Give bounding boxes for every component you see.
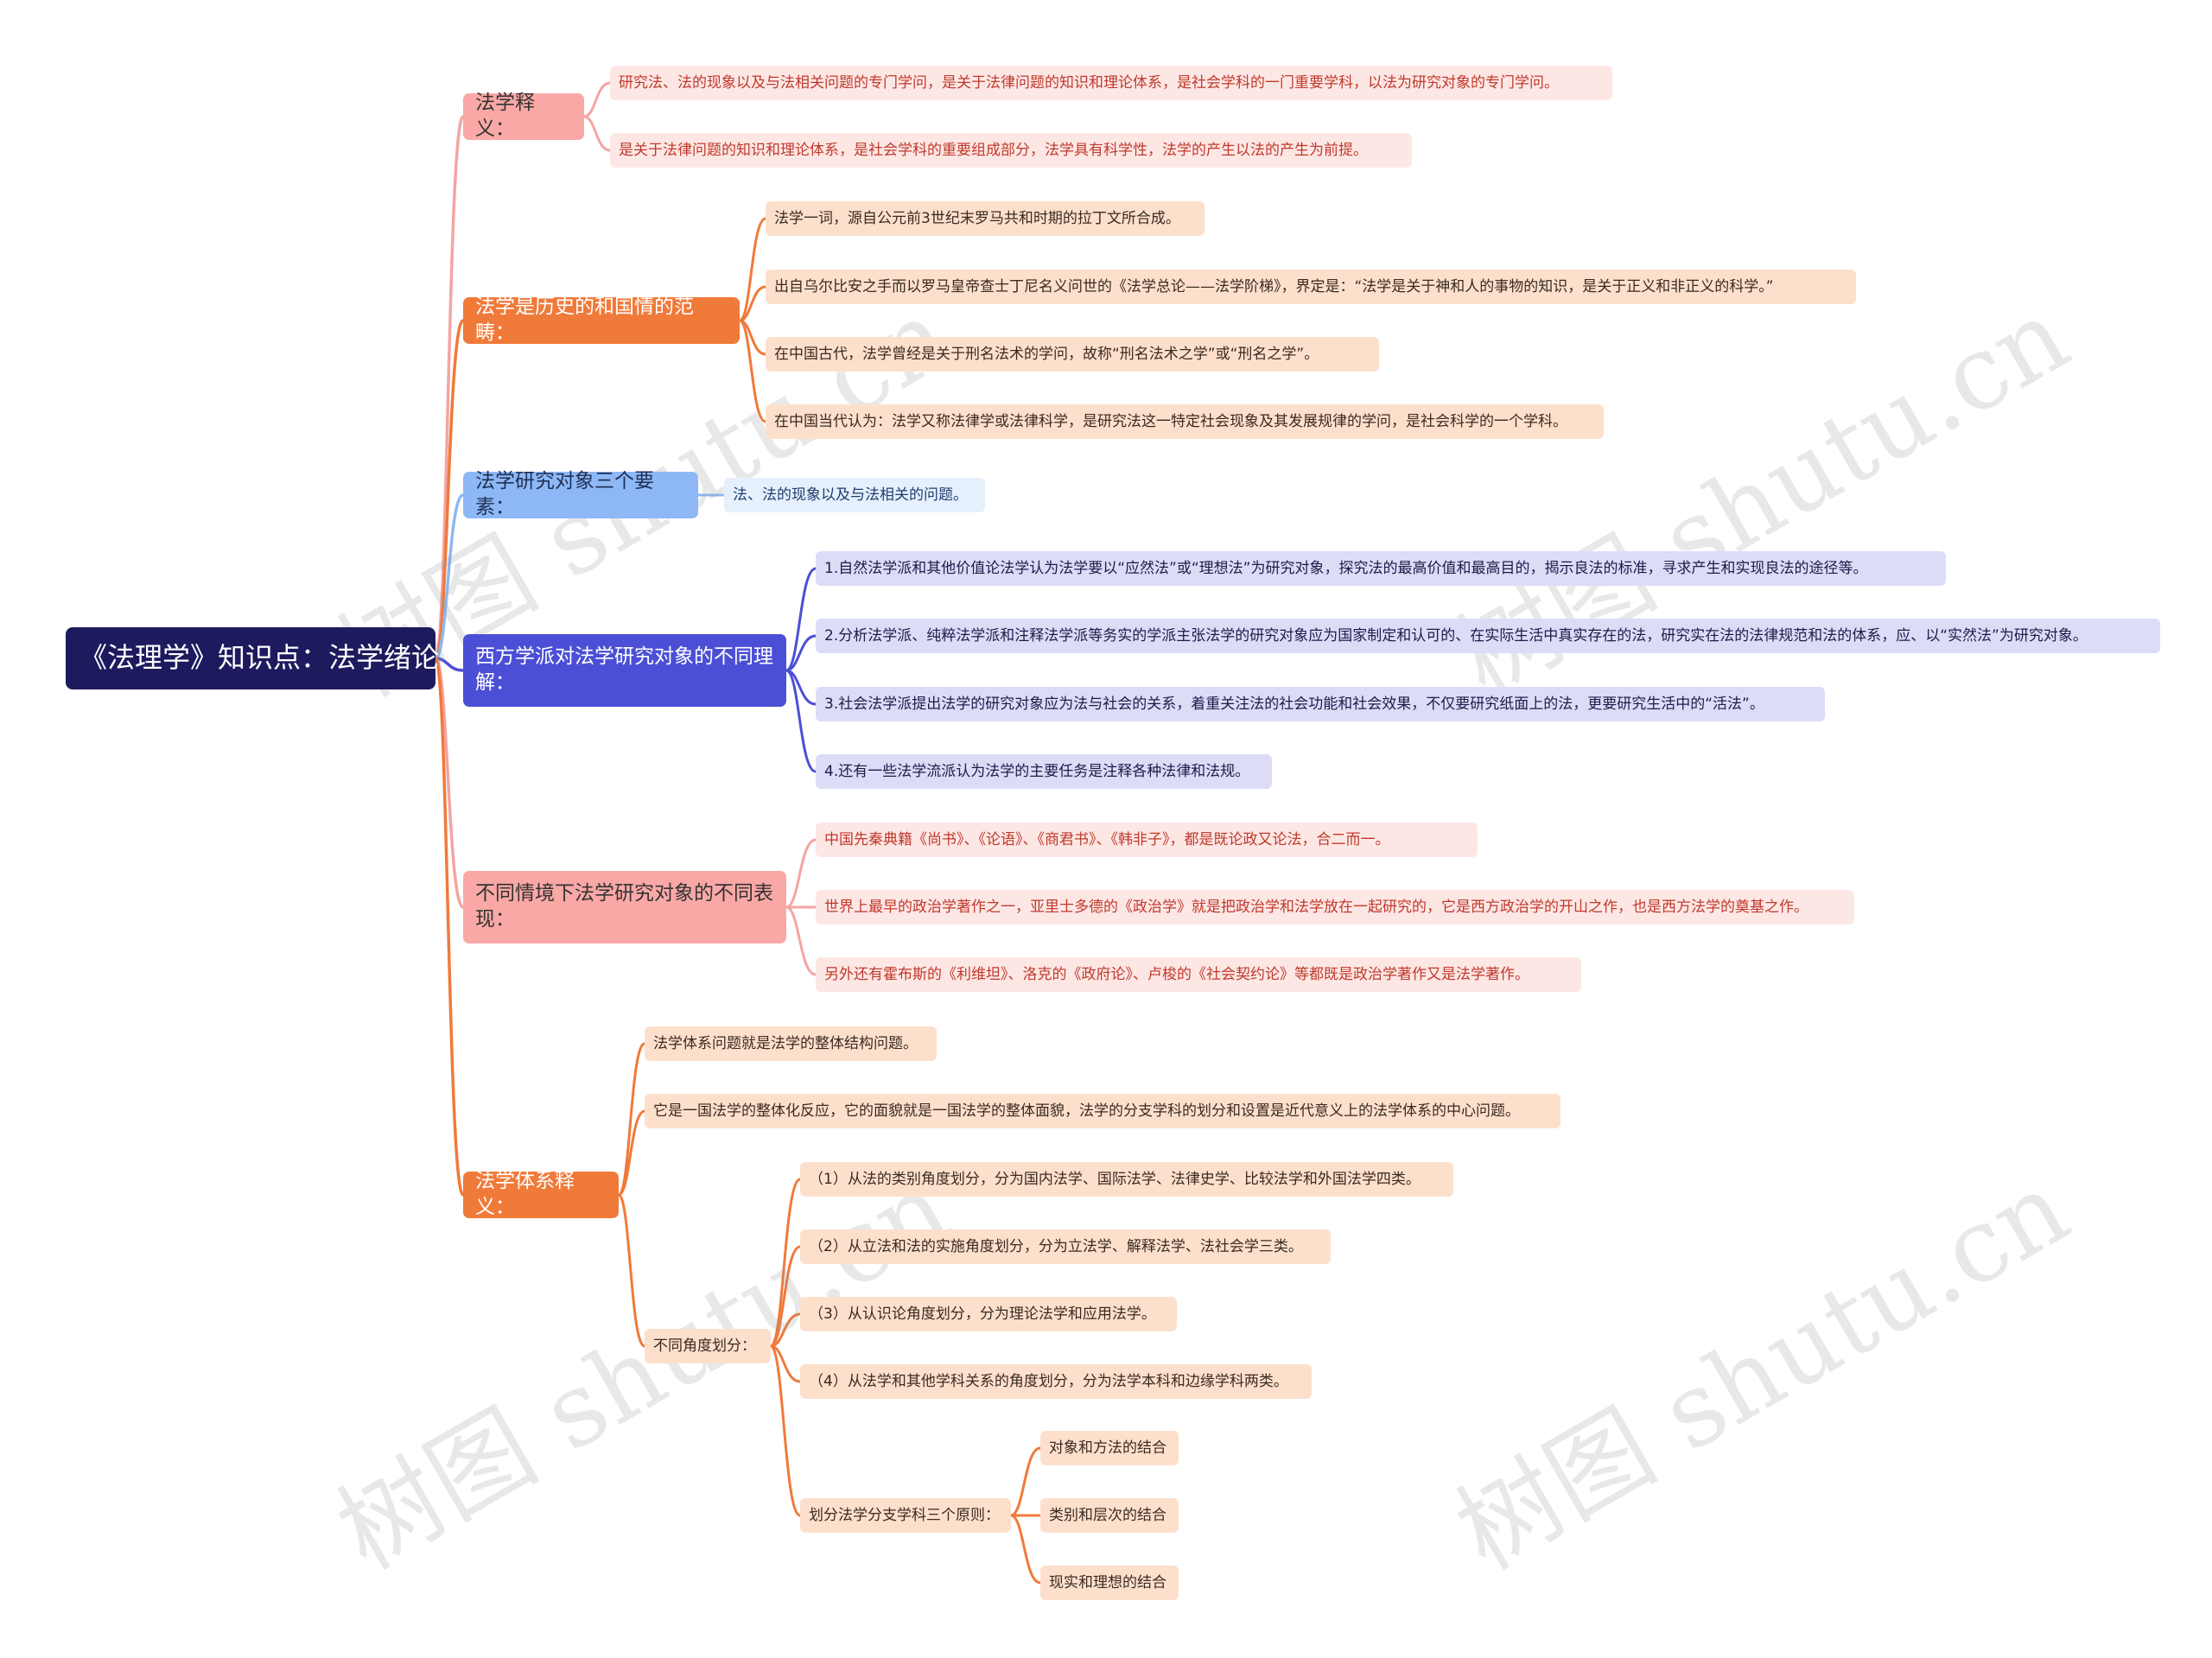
branch-different-contexts[interactable]: 不同情境下法学研究对象的不同表现： xyxy=(463,871,786,943)
leaf-item[interactable]: 法学一词，源自公元前3世纪末罗马共和时期的拉丁文所合成。 xyxy=(766,201,1205,236)
leaf-item[interactable]: 世界上最早的政治学著作之一，亚里士多德的《政治学》就是把政治学和法学放在一起研究… xyxy=(816,890,1854,924)
leaf-item[interactable]: 对象和方法的结合 xyxy=(1040,1431,1179,1465)
leaf-item[interactable]: 它是一国法学的整体化反应，它的面貌就是一国法学的整体面貌，法学的分支学科的划分和… xyxy=(645,1094,1560,1128)
connector-line xyxy=(769,1245,802,1348)
connector-line xyxy=(769,1178,802,1348)
leaf-item[interactable]: 中国先秦典籍《尚书》、《论语》、《商君书》、《韩非子》，都是既论政又论法，合二而… xyxy=(816,823,1478,857)
connector-line xyxy=(738,319,767,423)
connector-line xyxy=(769,1344,802,1383)
connector-line xyxy=(582,81,612,118)
branch-research-elements[interactable]: 法学研究对象三个要素： xyxy=(463,470,698,518)
connector-line xyxy=(738,217,767,322)
connector-line xyxy=(785,905,817,976)
leaf-item[interactable]: 现实和理想的结合 xyxy=(1040,1566,1179,1600)
leaf-item[interactable]: （3）从认识论角度划分，分为理论法学和应用法学。 xyxy=(800,1297,1177,1331)
leaf-item[interactable]: 在中国当代认为：法学又称法律学或法律科学，是研究法这一特定社会现象及其发展规律的… xyxy=(766,404,1604,439)
connector-line xyxy=(1009,1446,1042,1517)
branch-western-schools[interactable]: 西方学派对法学研究对象的不同理解： xyxy=(463,634,786,707)
leaf-item[interactable]: （1）从法的类别角度划分，分为国内法学、国际法学、法律史学、比较法学和外国法学四… xyxy=(800,1162,1453,1197)
connector-line xyxy=(434,657,465,672)
connector-line xyxy=(434,319,465,660)
branch-law-system[interactable]: 法学体系释义： xyxy=(463,1170,619,1218)
leaf-item[interactable]: 3.社会法学派提出法学的研究对象应为法与社会的关系，着重关注法的社会功能和社会效… xyxy=(816,687,1825,721)
leaf-item[interactable]: 是关于法律问题的知识和理论体系，是社会学科的重要组成部分，法学具有科学性，法学的… xyxy=(610,133,1412,168)
connector-line xyxy=(785,838,817,909)
sub-topic-perspectives[interactable]: 不同角度划分： xyxy=(645,1329,771,1363)
connector-line xyxy=(434,657,465,1197)
connector-line xyxy=(785,669,817,773)
leaf-item[interactable]: 出自乌尔比安之手而以罗马皇帝查士丁尼名义问世的《法学总论——法学阶梯》，界定是：… xyxy=(766,270,1856,304)
leaf-item[interactable]: 1.自然法学派和其他价值论法学认为法学要以“应然法”或“理想法”为研究对象，探究… xyxy=(816,551,1946,586)
leaf-item[interactable]: 另外还有霍布斯的《利维坦》、洛克的《政府论》、卢梭的《社会契约论》等都既是政治学… xyxy=(816,957,1581,992)
connector-line xyxy=(617,1193,646,1348)
leaf-item[interactable]: 法、法的现象以及与法相关的问题。 xyxy=(724,478,985,512)
leaf-item[interactable]: 在中国古代，法学曾经是关于刑名法术的学问，故称“刑名法术之学”或“刑名之学”。 xyxy=(766,337,1379,372)
connector-line xyxy=(582,115,612,152)
connector-line xyxy=(769,1344,802,1517)
branch-fa-xue-shi-yi[interactable]: 法学释义： xyxy=(463,92,584,140)
leaf-item[interactable]: 类别和层次的结合 xyxy=(1040,1498,1179,1533)
root-topic[interactable]: 《法理学》知识点：法学绪论 xyxy=(66,627,439,689)
connector-line xyxy=(617,1042,646,1197)
connector-line xyxy=(617,1109,646,1197)
connector-line xyxy=(785,634,817,672)
connector-line xyxy=(785,567,817,672)
branch-history-category[interactable]: 法学是历史的和国情的范畴： xyxy=(463,295,740,344)
leaf-item[interactable]: 研究法、法的现象以及与法相关问题的专门学问，是关于法律问题的知识和理论体系，是社… xyxy=(610,66,1612,100)
leaf-item[interactable]: （4）从法学和其他学科关系的角度划分，分为法学本科和边缘学科两类。 xyxy=(800,1364,1312,1399)
connector-line xyxy=(769,1312,802,1348)
connector-line xyxy=(738,285,767,322)
leaf-item[interactable]: （2）从立法和法的实施角度划分，分为立法学、解释法学、法社会学三类。 xyxy=(800,1229,1331,1264)
leaf-item[interactable]: 法学体系问题就是法学的整体结构问题。 xyxy=(645,1026,937,1061)
sub-topic-principles[interactable]: 划分法学分支学科三个原则： xyxy=(800,1498,1011,1533)
leaf-item[interactable]: 2.分析法学派、纯粹法学派和注释法学派等务实的学派主张法学的研究对象应为国家制定… xyxy=(816,619,2160,653)
leaf-item[interactable]: 4.还有一些法学流派认为法学的主要任务是注释各种法律和法规。 xyxy=(816,754,1272,789)
connector-line xyxy=(434,493,465,660)
connector-line xyxy=(1009,1514,1042,1585)
